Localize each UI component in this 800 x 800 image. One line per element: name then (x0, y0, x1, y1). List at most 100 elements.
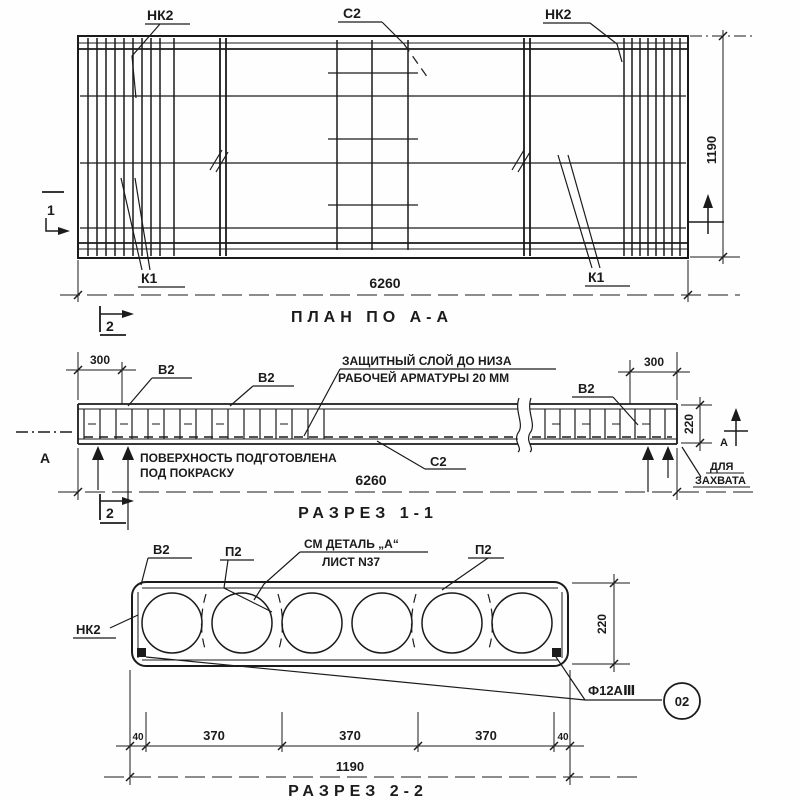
sec1-label-b2-2: В2 (258, 370, 275, 385)
sec1-dim220-ext (681, 404, 712, 444)
sec1-a-arrow-head-icon (731, 408, 741, 421)
sec1-dim-length-ticks (73, 487, 682, 497)
sec2-callout-sheet: 02 (675, 694, 689, 709)
cut1-arrow-head-icon (58, 227, 70, 235)
sec1-surface-arrows (92, 446, 674, 530)
sec1-cut2-number: 2 (106, 505, 114, 521)
sec2-leader-nk2 (73, 614, 139, 639)
cut-mark-2-sec1: 2 (99, 494, 134, 524)
sec1-dim-end-left: 300 (90, 353, 110, 367)
sec1-note-grip-2: ЗАХВАТА (695, 475, 746, 487)
sec2-dim-370-3: 370 (475, 728, 497, 743)
void-circle-3 (281, 592, 343, 654)
plan-right-mesh (623, 38, 681, 256)
plan-center-mesh-horizontal (328, 72, 418, 206)
sec2-dim220-ticks (609, 578, 619, 669)
leader-c2 (338, 21, 405, 45)
sec2-dim-40-right: 40 (557, 732, 569, 743)
sec1-dim-height: 220 (682, 414, 696, 434)
sec1-cut2-arrow-head-icon (122, 497, 134, 505)
view-a-arrow (688, 194, 724, 234)
plan-label-k1-left: К1 (141, 270, 158, 286)
sec1-grip-leader (681, 446, 702, 478)
void-circle-6 (491, 592, 553, 654)
sec1-dim220-ticks (695, 400, 705, 448)
sec2-dim-370-2: 370 (339, 728, 361, 743)
plan-label-k1-right: К1 (588, 269, 605, 285)
section-2-2: В2 П2 СМ ДЕТАЛЬ „А“ ЛИСТ N37 П2 НК2 Ф12А… (73, 537, 701, 800)
plan-edge-bars-thin (78, 42, 688, 250)
sec2-title: РАЗРЕЗ 2-2 (288, 783, 428, 800)
sec2-note-detail-2: ЛИСТ N37 (322, 555, 380, 569)
sec2-label-p2-left: П2 (225, 544, 242, 559)
sec2-label-b2: В2 (153, 542, 170, 557)
plan-break-marks (209, 149, 531, 173)
leader-k1-left (120, 177, 185, 288)
sec2-note-rebar: Ф12АⅢ (588, 683, 635, 698)
sec2-label-p2-right: П2 (475, 542, 492, 557)
sec1-note-grip-1: ДЛЯ (710, 461, 734, 473)
dim-line-width (690, 30, 740, 264)
plan-label-nk2-right: НК2 (545, 6, 572, 22)
sec2-dim-40-left: 40 (132, 732, 144, 743)
plan-title: ПЛАН ПО А-А (291, 309, 453, 326)
sec2-loop-dashes (200, 593, 494, 653)
sec1-dim300r-ext (629, 352, 678, 404)
leader-c2-dashed (403, 43, 429, 79)
void-circle-2 (211, 592, 273, 654)
sec1-note-cover-2: РАБОЧЕЙ АРМАТУРЫ 20 ММ (338, 370, 509, 385)
void-circle-4 (351, 592, 413, 654)
sec2-corner-anchor-left (137, 648, 146, 657)
sec1-note-surface-2: ПОД ПОКРАСКУ (140, 466, 235, 480)
sec2-callout-circle (663, 682, 701, 720)
sec1-mark-a-right: А (720, 437, 728, 449)
sec2-dim-ticks-1 (125, 741, 575, 751)
sec1-label-c2: С2 (430, 454, 447, 469)
sec2-leader-detail (253, 551, 428, 601)
sec2-dim-370-1: 370 (203, 728, 225, 743)
sec1-dim-length: 6260 (355, 472, 386, 488)
sec2-corner-anchor-right (552, 648, 561, 657)
sec1-leader-c2 (376, 440, 466, 470)
plan-edge-bars (78, 48, 688, 244)
sec1-chords (77, 403, 678, 445)
sec2-dim-ticks-2 (125, 772, 575, 782)
sec1-leader-b2-1 (127, 377, 192, 407)
plan-transverse-bars (219, 38, 531, 256)
sec1-stirrups-left (83, 409, 325, 439)
sec2-dim-total: 1190 (336, 759, 364, 774)
sec1-dim300l-ticks (73, 365, 127, 375)
sec2-label-nk2: НК2 (76, 622, 101, 637)
plan-label-c2: С2 (343, 5, 361, 21)
dim-ticks-length (73, 290, 693, 300)
sec2-dim-ext-lines (129, 670, 571, 785)
plan-view: НК2 С2 НК2 К1 К1 1190 6260 1 (42, 5, 756, 336)
sec1-label-b2-3: В2 (578, 381, 595, 396)
sec1-title: РАЗРЕЗ 1-1 (298, 505, 438, 522)
plan-dim-length: 6260 (369, 275, 400, 291)
void-circle-5 (421, 592, 483, 654)
surface-arrow-shafts (97, 452, 669, 530)
sec1-inner-lines (78, 408, 677, 440)
plan-dim-width: 1190 (704, 136, 719, 164)
plan-outline (77, 35, 689, 259)
leader-nk2-right (543, 22, 623, 63)
sec1-leader-b2-3 (572, 396, 639, 426)
arrow-a-head-icon (703, 194, 713, 208)
sec2-dim-height: 220 (595, 614, 609, 634)
sec2-dim220-ext (572, 582, 630, 665)
cut2-arrow-head-icon (122, 310, 134, 318)
leader-k1-right (557, 154, 630, 287)
sec1-grip-underlines (693, 472, 750, 488)
sec2-note-detail-1: СМ ДЕТАЛЬ „А“ (304, 537, 399, 551)
sec1-view-a-right: А (720, 408, 748, 449)
sec1-dim300r-ticks (625, 367, 682, 377)
plan-label-nk2-left: НК2 (147, 7, 174, 23)
plan-center-mesh-vertical (336, 40, 409, 250)
cut2-number: 2 (106, 318, 114, 334)
sec2-leader-p2-left (220, 559, 273, 613)
dim-ticks-width (718, 31, 728, 262)
sec1-leader-cover (303, 368, 556, 437)
section-1-1: А 300 В2 В2 В2 ЗАЩИТНЫЙ СЛОЙ ДО НИЗА РАБ… (16, 352, 760, 530)
